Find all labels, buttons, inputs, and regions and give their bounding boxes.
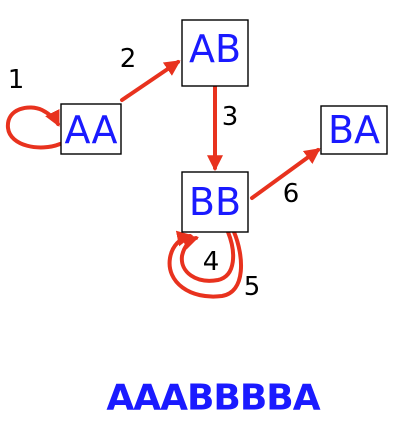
node-bb: BB (181, 171, 249, 233)
edge-label-4: 4 (203, 247, 220, 277)
edge-5-self-loop-bb-outer (167, 230, 244, 299)
sequence-text: AAABBBBA (106, 378, 320, 419)
edge-label-2: 2 (120, 44, 137, 74)
edge-label-1: 1 (8, 65, 25, 95)
edges (5, 60, 321, 299)
node-ab: AB (181, 19, 249, 87)
edge-6-bb-to-ba (250, 148, 321, 200)
node-bb-label: BB (189, 180, 241, 224)
edge-2-aa-to-ab (120, 60, 181, 102)
edge-label-5: 5 (244, 272, 261, 302)
edge-1-self-loop-aa (5, 105, 62, 150)
edge-label-3: 3 (222, 102, 239, 132)
node-ba-label: BA (328, 108, 380, 152)
node-ba: BA (320, 105, 388, 155)
node-ab-label: AB (189, 27, 241, 71)
node-aa-label: AA (64, 108, 117, 152)
node-aa: AA (60, 103, 122, 155)
edge-label-6: 6 (283, 179, 300, 209)
